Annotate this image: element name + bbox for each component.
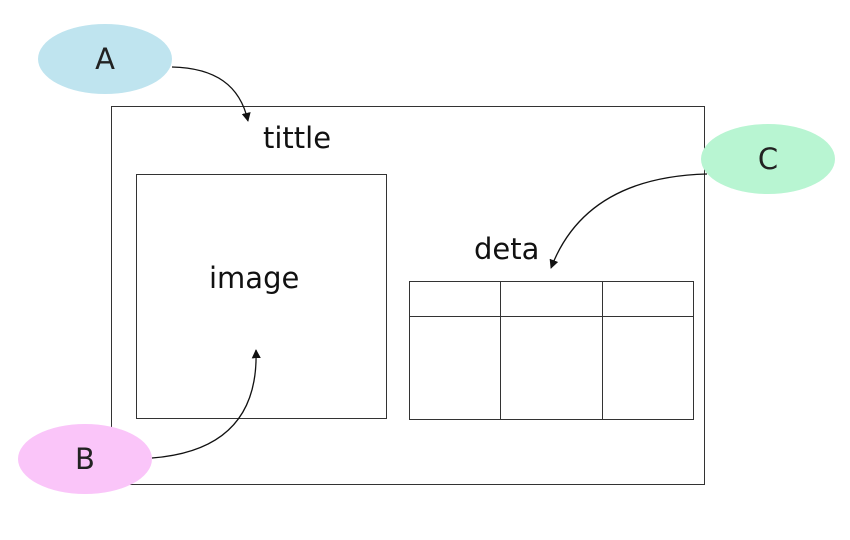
data-label: deta — [474, 232, 540, 266]
page-frame — [111, 106, 705, 485]
table-header-row — [409, 281, 694, 317]
table-cell — [409, 316, 501, 420]
callout-a: A — [38, 24, 172, 94]
table-cell — [500, 316, 603, 420]
data-table — [409, 281, 694, 420]
callout-b-label: B — [75, 442, 95, 476]
image-box — [136, 174, 387, 419]
callout-c: C — [701, 124, 835, 194]
callout-b: B — [18, 424, 152, 494]
table-cell — [409, 281, 501, 317]
table-cell — [500, 281, 603, 317]
table-row — [409, 316, 694, 420]
table-cell — [602, 281, 694, 317]
image-label: image — [209, 261, 300, 295]
title-label: tittle — [263, 121, 332, 155]
table-cell — [602, 316, 694, 420]
callout-a-label: A — [95, 42, 115, 76]
callout-c-label: C — [757, 142, 779, 176]
